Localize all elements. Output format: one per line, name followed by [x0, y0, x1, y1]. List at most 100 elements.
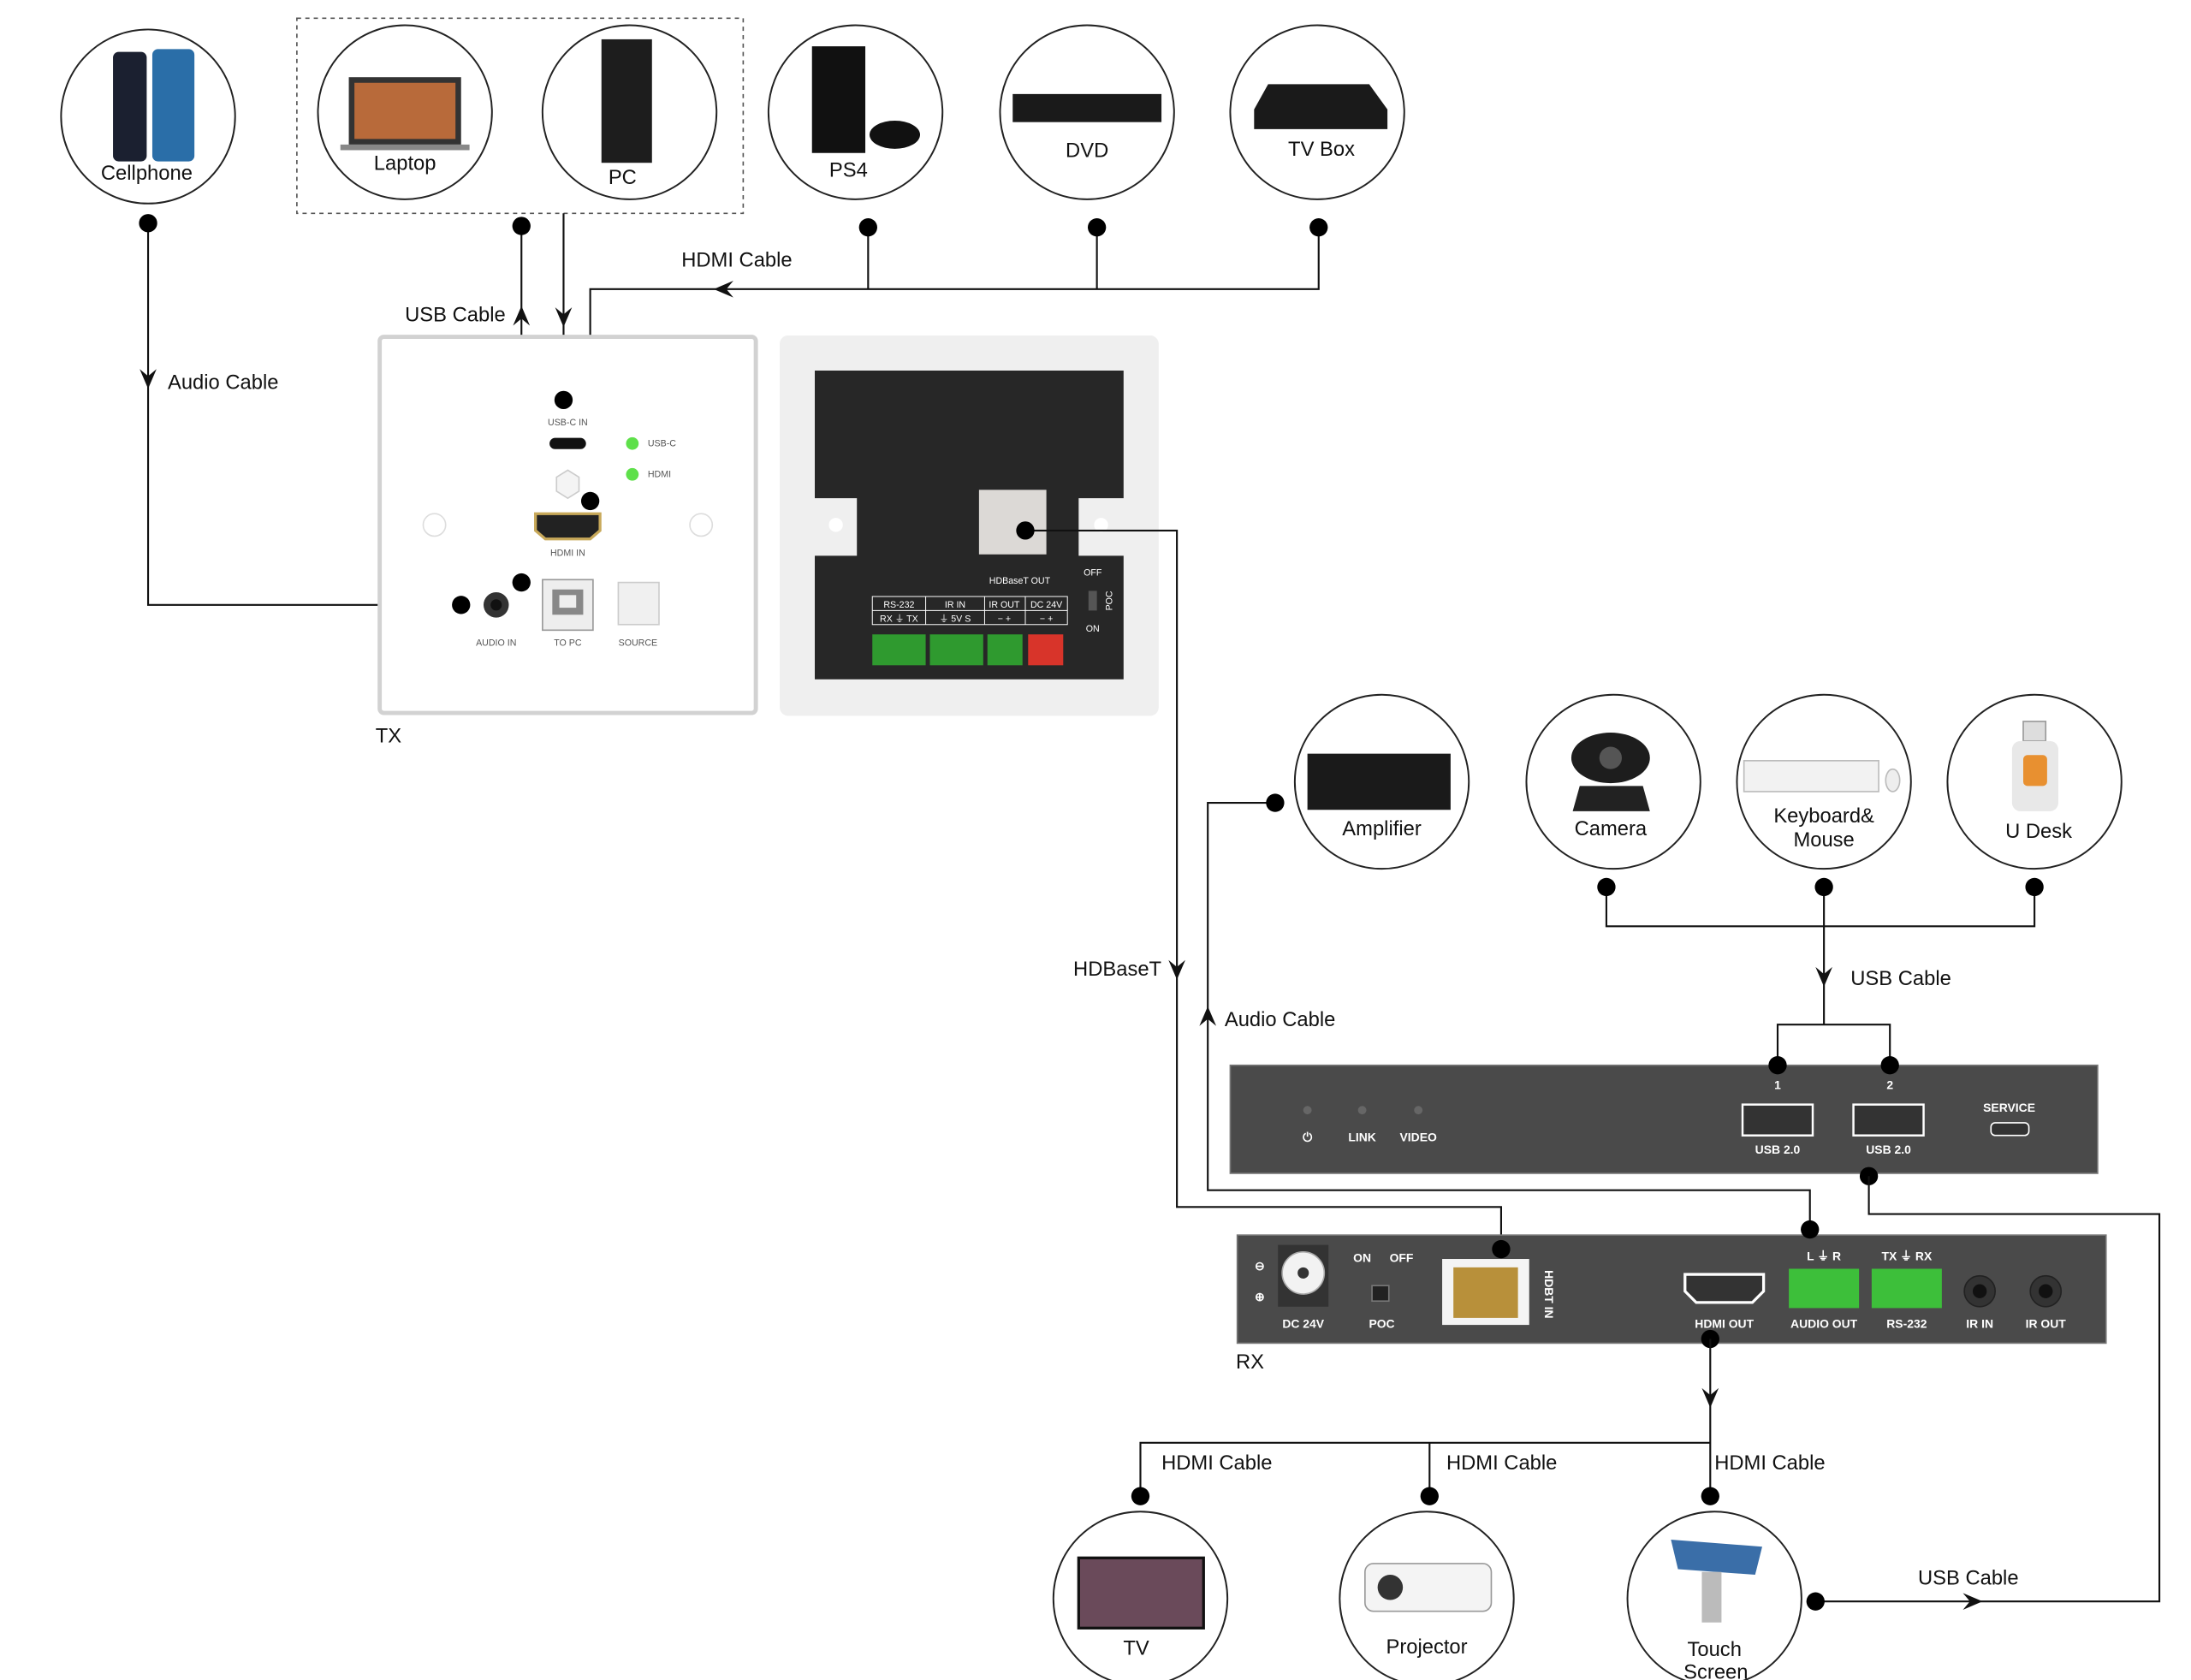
device-label: PS4	[829, 159, 868, 182]
port-label: DC 24V	[1282, 1316, 1324, 1330]
cable-label: HDMI Cable	[1161, 1451, 1272, 1475]
switch-label: POC	[1369, 1316, 1394, 1330]
ps4-console-icon	[811, 46, 866, 153]
arrow-right-icon	[1962, 1593, 1983, 1611]
source-button[interactable]	[617, 581, 660, 626]
device-label: Keyboard&	[1773, 804, 1874, 828]
cable-label: HDMI Cable	[1446, 1451, 1557, 1475]
device-label: Screen	[1683, 1660, 1748, 1680]
cable-label: HDMI Cable	[681, 249, 792, 272]
port-label: HDBaseT OUT	[989, 576, 1051, 586]
led-usbc-indicator	[626, 436, 639, 450]
terminal-label: IR IN	[945, 600, 965, 610]
led-label: HDMI	[648, 470, 671, 480]
poc-switch[interactable]	[1371, 1285, 1390, 1303]
hdmi-port	[534, 512, 602, 541]
amplifier-icon	[1307, 753, 1451, 810]
led-hdmi-indicator	[626, 467, 639, 481]
led-label: VIDEO	[1400, 1130, 1437, 1143]
port-label: HDBT IN	[1542, 1270, 1556, 1318]
port-label: IR OUT	[2026, 1316, 2067, 1330]
video-led	[1414, 1106, 1423, 1115]
cable-label: HDMI Cable	[1714, 1451, 1825, 1475]
switch-label: ON	[1086, 624, 1100, 634]
arrow-down-icon	[1701, 1387, 1719, 1408]
arrow-up-icon	[1199, 1006, 1217, 1026]
pin-label: L ⏚ R	[1807, 1250, 1841, 1263]
port-label: SERVICE	[1983, 1101, 2035, 1114]
usb-out-cable	[1815, 1176, 2161, 1603]
pin-label: ⏚ 5V S	[940, 614, 971, 624]
cable-label: USB Cable	[1850, 967, 1951, 990]
pin-label: − +	[998, 614, 1011, 624]
power-icon: ⏻	[1303, 1130, 1312, 1143]
keyboard-icon	[1743, 760, 1879, 793]
touch-screen-kiosk-icon	[1671, 1540, 1762, 1576]
terminal-label: RS-232	[883, 600, 914, 610]
usb-port-2	[1852, 1103, 1925, 1137]
device-label: Projector	[1386, 1635, 1467, 1659]
port-number: 2	[1886, 1078, 1893, 1092]
tx-front-panel: USB-C IN USB-C HDMI HDMI IN AUDIO IN TO …	[376, 335, 758, 748]
laptop-pc-group	[296, 17, 745, 215]
button-icon	[555, 469, 580, 500]
arrow-left-icon	[713, 280, 733, 298]
pc-tower-icon	[601, 39, 652, 163]
switch-label: OFF	[1390, 1250, 1414, 1264]
device-keyboard-mouse: Keyboard& Mouse	[1736, 693, 1912, 870]
usb-device-cables: USB Cable	[1597, 877, 2044, 1066]
cable-label: Audio Cable	[168, 371, 278, 394]
arrow-down-icon	[1168, 959, 1185, 980]
port-label: USB 2.0	[1866, 1143, 1911, 1156]
rx-label: RX	[1236, 1351, 1264, 1374]
audio-out-terminal	[1789, 1268, 1860, 1309]
led-label: USB-C	[648, 438, 676, 448]
display-cables: HDMI Cable HDMI Cable HDMI Cable	[1139, 1339, 1826, 1497]
device-label: Amplifier	[1342, 817, 1422, 840]
port-label: HDMI IN	[550, 548, 585, 558]
rx-cables: HDBaseT Audio Cable	[1016, 521, 1811, 1250]
device-tv: TV	[1052, 1511, 1229, 1680]
hdbaset-port	[978, 490, 1047, 555]
pin-label: TX ⏚ RX	[1881, 1250, 1933, 1263]
device-touch-screen: Touch Screen	[1626, 1511, 1802, 1680]
switch-label: OFF	[1084, 567, 1102, 578]
pin-label: RX ⏚ TX	[880, 614, 918, 624]
terminal-label: IR OUT	[989, 600, 1020, 610]
device-dvd: DVD	[999, 24, 1175, 200]
port-label: USB-C IN	[548, 418, 588, 428]
arrow-down-icon	[555, 307, 573, 328]
mouse-icon	[1885, 768, 1901, 793]
port-label: IR IN	[1966, 1316, 1993, 1330]
arrow-down-icon	[140, 369, 157, 389]
hdmi-out-port	[1683, 1273, 1766, 1304]
device-label: Laptop	[374, 151, 436, 175]
device-ps4: PS4	[767, 24, 944, 200]
ir-out-terminal	[987, 634, 1023, 666]
arrow-down-icon	[1815, 966, 1832, 987]
cable-label: Audio Cable	[1225, 1008, 1335, 1031]
cable-label: USB Cable	[1918, 1566, 2019, 1589]
device-pc: PC	[541, 24, 718, 200]
device-laptop: Laptop	[317, 24, 493, 200]
usb-drive-icon	[2022, 721, 2047, 742]
poc-switch[interactable]	[1088, 591, 1097, 611]
device-label: Camera	[1575, 817, 1648, 840]
arrow-up-icon	[513, 306, 531, 326]
port-label: TO PC	[554, 638, 582, 648]
device-tvbox: TV Box	[1229, 24, 1405, 200]
device-label: Touch	[1687, 1638, 1741, 1661]
power-led	[1303, 1106, 1312, 1115]
polarity-icon: ⊖	[1255, 1259, 1265, 1273]
tv-icon	[1077, 1556, 1205, 1630]
device-label: DVD	[1066, 140, 1108, 163]
device-label: Cellphone	[101, 162, 193, 185]
port-number: 1	[1774, 1078, 1781, 1092]
led-label: LINK	[1348, 1130, 1375, 1143]
link-led	[1357, 1106, 1367, 1115]
usb-c-port	[549, 437, 586, 449]
terminal-label: DC 24V	[1030, 600, 1063, 610]
device-amplifier: Amplifier	[1293, 693, 1470, 870]
rs232-terminal	[872, 634, 926, 666]
